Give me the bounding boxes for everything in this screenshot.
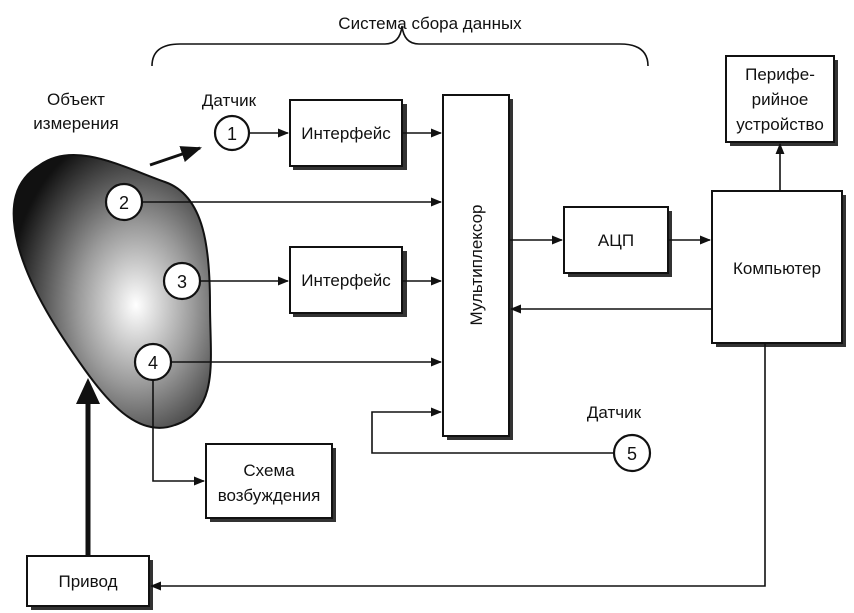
object-label-line2: измерения	[33, 114, 118, 133]
drive-label: Привод	[58, 572, 117, 591]
excitation-label-line2: возбуждения	[218, 486, 321, 505]
sensor-label-bottom: Датчик	[587, 403, 642, 422]
sensor-label-top: Датчик	[202, 91, 257, 110]
multiplexer-label: Мультиплексор	[467, 204, 486, 325]
interface-bottom-label: Интерфейс	[301, 271, 391, 290]
sensor-5-number: 5	[627, 444, 637, 464]
sensor-1-number: 1	[227, 124, 237, 144]
sensor-2-number: 2	[119, 193, 129, 213]
adc-label: АЦП	[598, 231, 634, 250]
sensor-3-number: 3	[177, 272, 187, 292]
sensor-4-number: 4	[148, 353, 158, 373]
peripheral-label-line1: Перифе-	[745, 65, 815, 84]
computer-label: Компьютер	[733, 259, 821, 278]
excitation-box	[206, 444, 332, 518]
peripheral-label-line2: рийное	[752, 90, 809, 109]
excitation-label-line1: Схема	[243, 461, 295, 480]
object-label-line1: Объект	[47, 90, 105, 109]
interface-top-label: Интерфейс	[301, 124, 391, 143]
system-title: Система сбора данных	[338, 14, 522, 33]
sensing-arrow	[150, 148, 200, 165]
peripheral-label-line3: устройство	[736, 115, 824, 134]
